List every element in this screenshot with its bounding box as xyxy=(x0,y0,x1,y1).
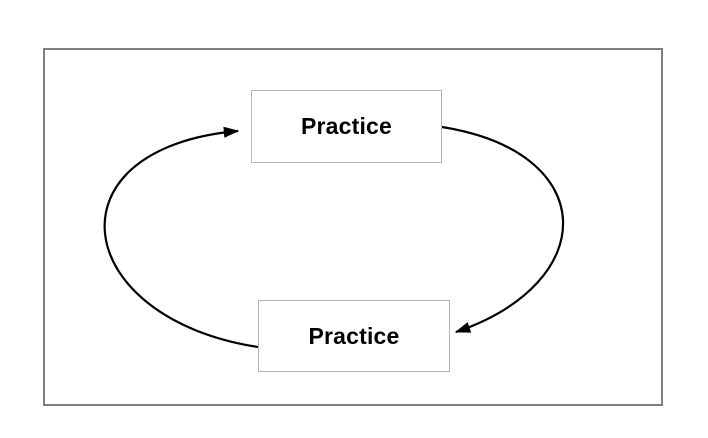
node-practice-bottom: Practice xyxy=(258,300,450,372)
node-practice-bottom-label: Practice xyxy=(308,322,400,349)
node-practice-top: Practice xyxy=(251,90,442,163)
node-practice-top-label: Practice xyxy=(300,113,393,139)
